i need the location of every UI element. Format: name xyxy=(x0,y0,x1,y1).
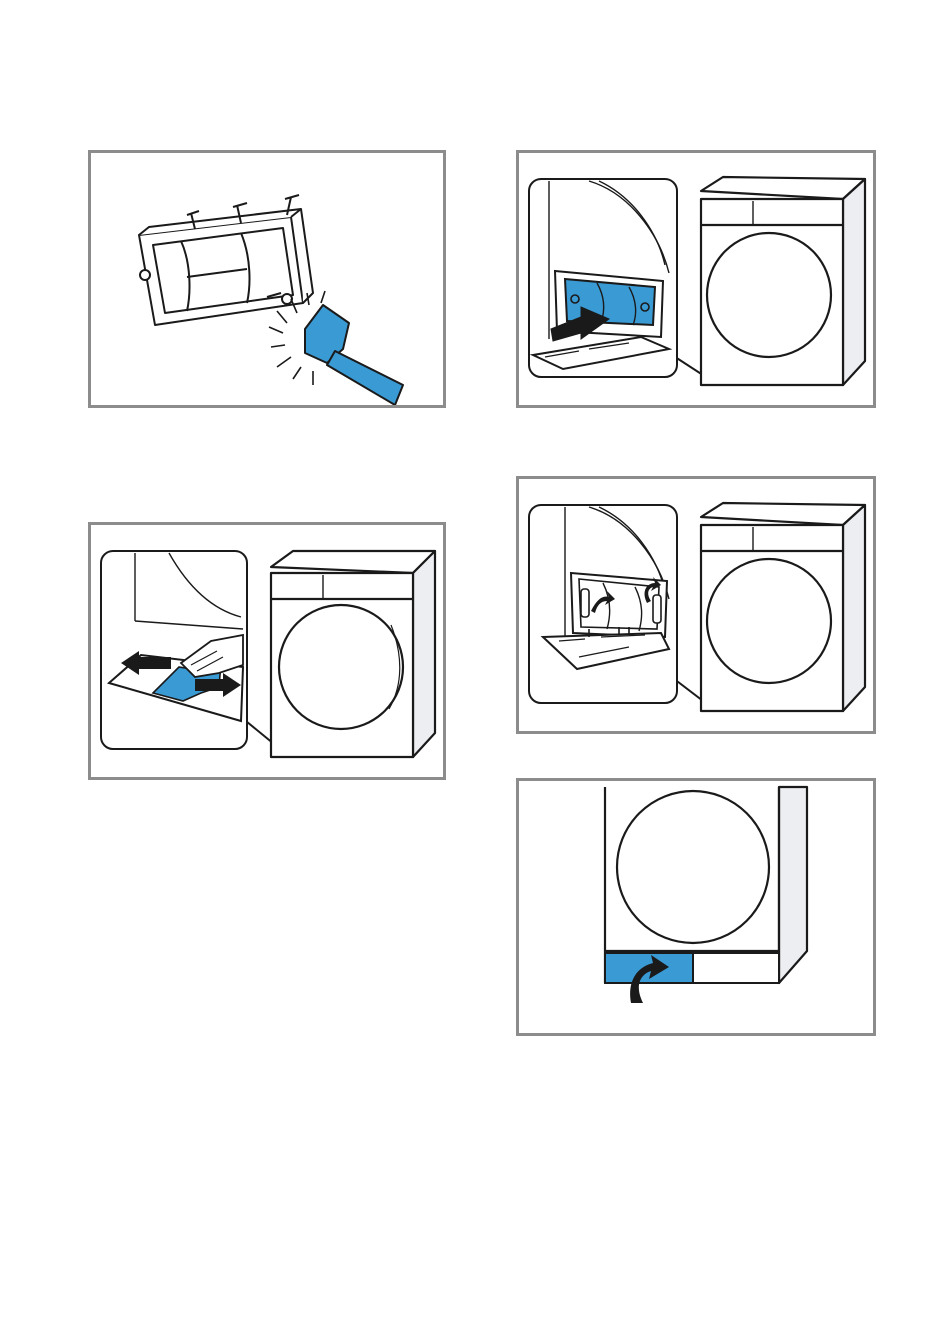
dryer-icon xyxy=(701,503,865,711)
filter-brush-illustration xyxy=(91,153,443,405)
zoom-callout xyxy=(529,505,677,703)
close-flap-illustration xyxy=(519,781,873,1033)
figure-close-flap xyxy=(516,778,876,1036)
zoom-callout xyxy=(529,179,677,377)
figure-clean-filter xyxy=(88,150,446,408)
figure-insert-filter xyxy=(516,150,876,408)
zoom-callout xyxy=(101,551,247,749)
wipe-compartment-illustration xyxy=(91,525,443,777)
dryer-icon xyxy=(271,551,435,757)
figure-lock-levers xyxy=(516,476,876,734)
figure-wipe-compartment xyxy=(88,522,446,780)
insert-filter-illustration xyxy=(519,153,873,405)
brush-icon xyxy=(305,305,403,405)
filter-icon xyxy=(139,195,313,325)
lock-levers-illustration xyxy=(519,479,873,731)
dryer-icon xyxy=(701,177,865,385)
